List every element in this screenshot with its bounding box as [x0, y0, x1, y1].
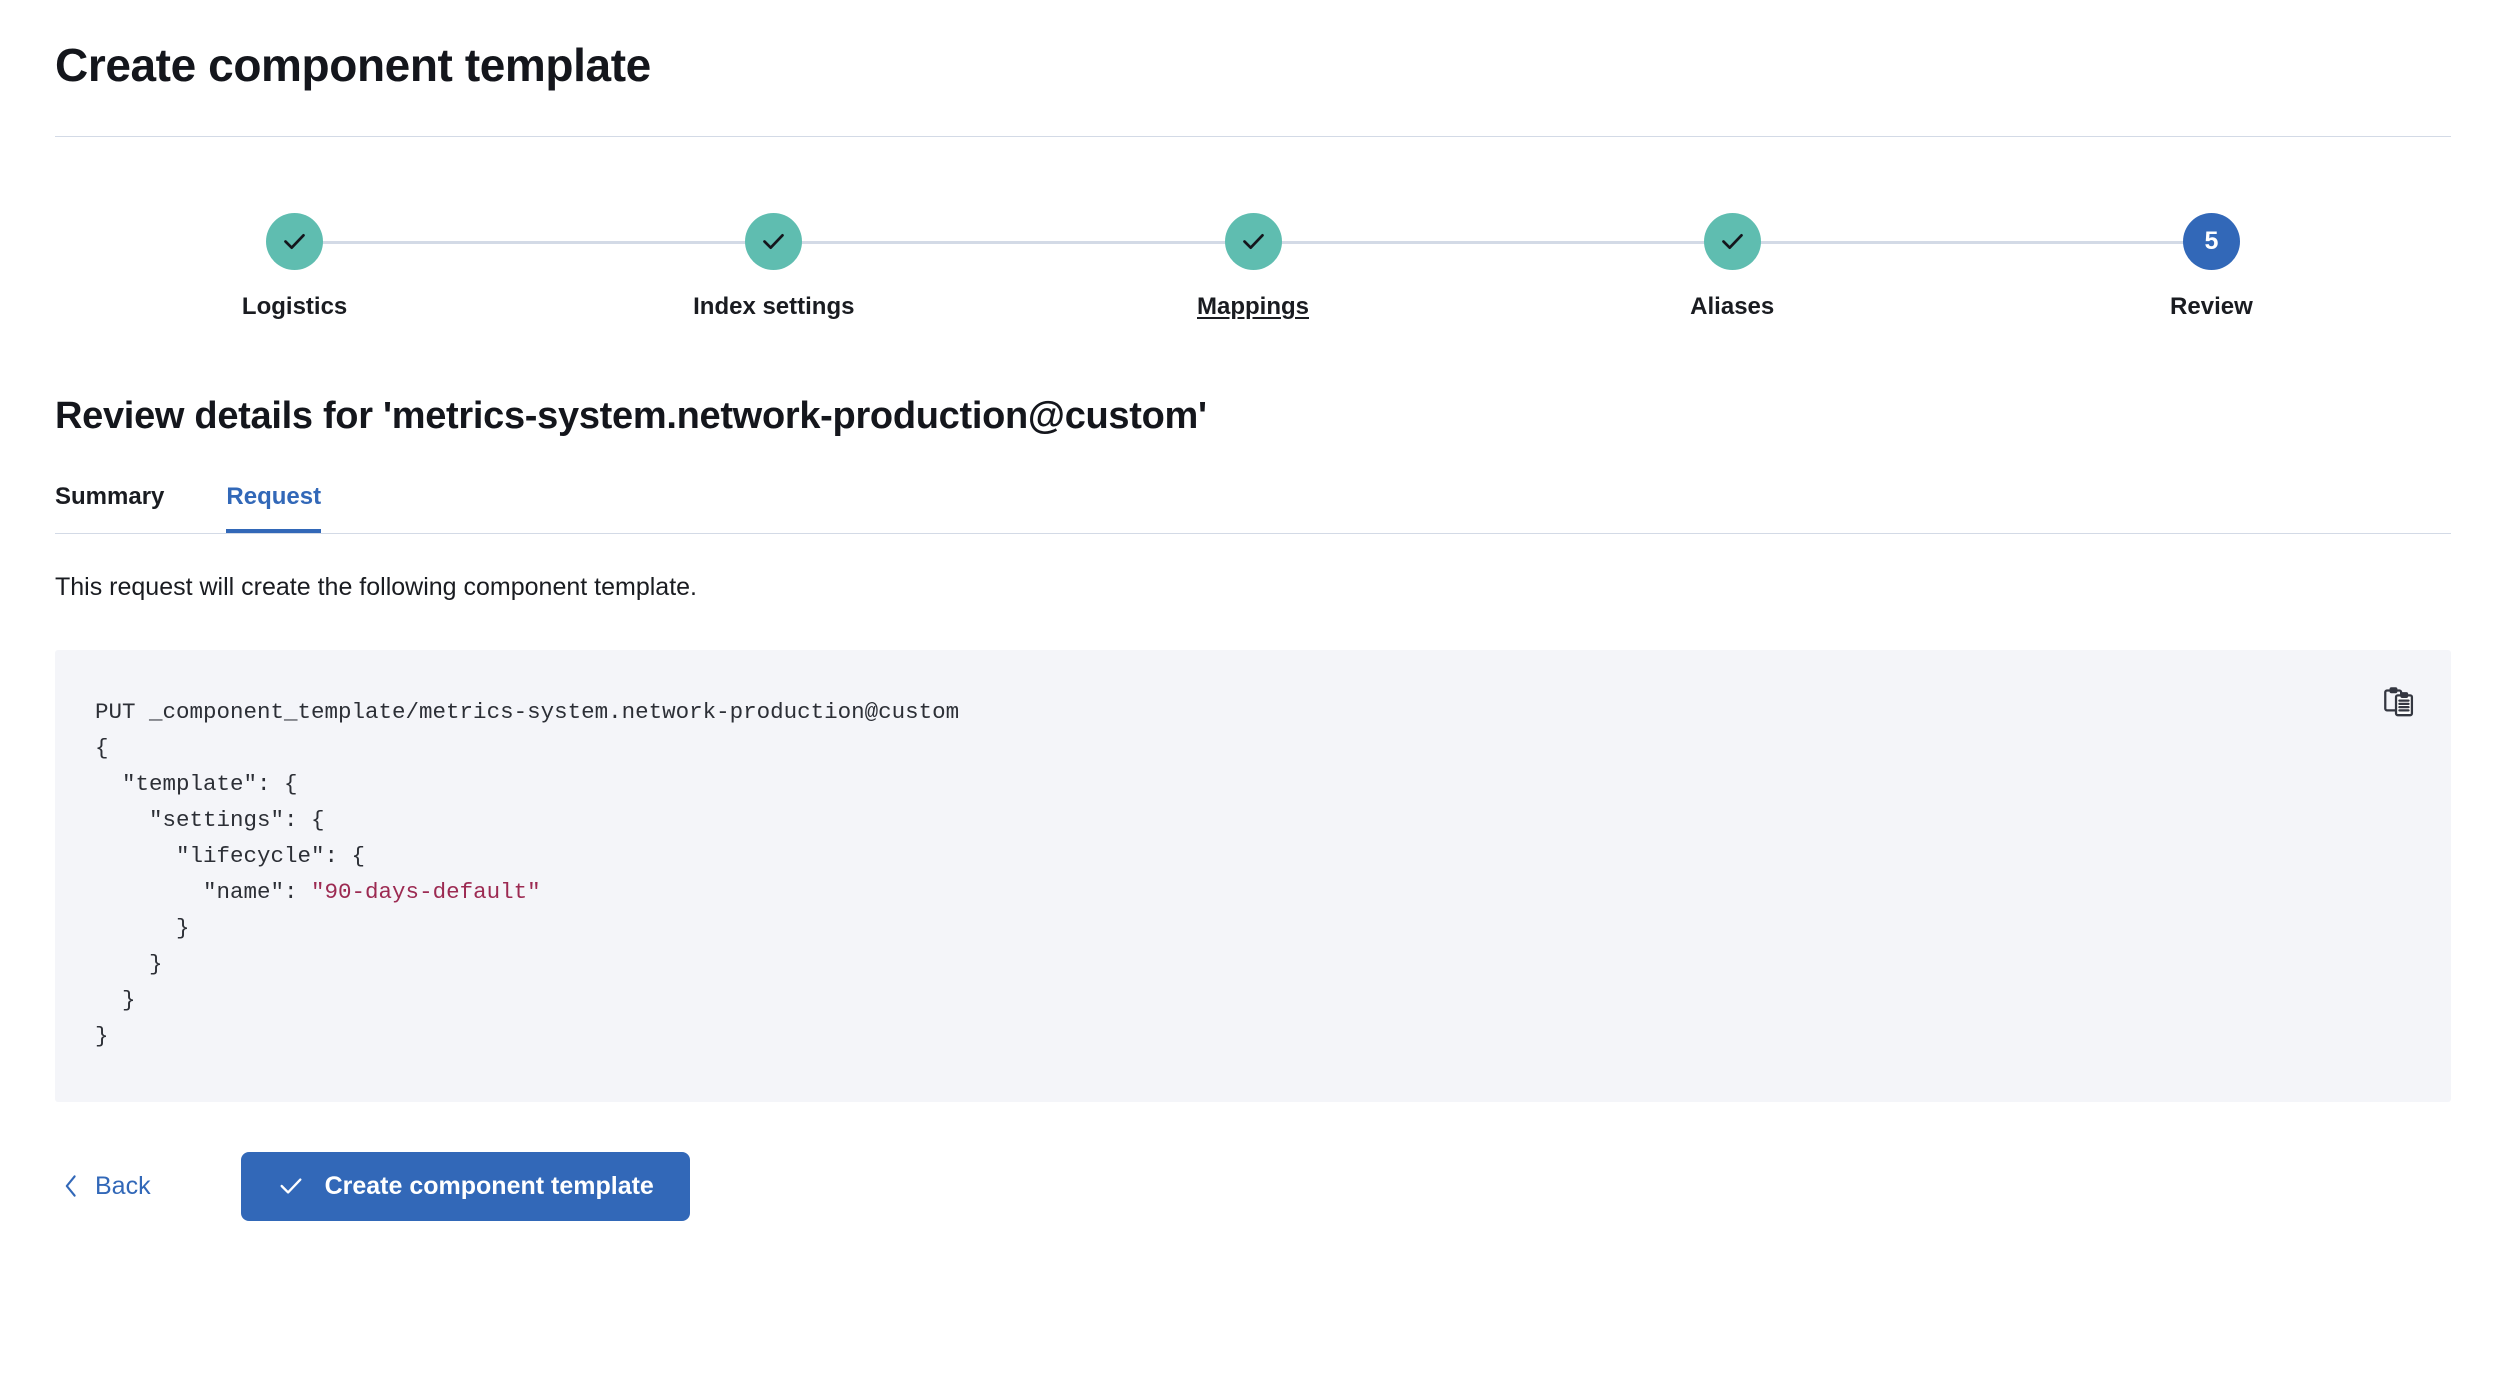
back-button[interactable]: Back	[55, 1162, 157, 1211]
check-icon	[763, 234, 785, 250]
stepper-label-logistics: Logistics	[241, 293, 348, 321]
stepper-step-aliases[interactable]: Aliases	[1493, 213, 1972, 321]
check-icon	[1721, 234, 1743, 250]
detail-tabs: Summary Request	[55, 483, 2451, 533]
stepper-step-review[interactable]: 5 Review	[1972, 213, 2451, 321]
step-circle-current[interactable]: 5	[2182, 213, 2240, 271]
check-icon	[280, 1178, 302, 1194]
copy-clipboard-icon	[2384, 686, 2414, 717]
page-title: Create component template	[55, 39, 651, 91]
stepper-label-review: Review	[2170, 293, 2253, 321]
step-circle-complete[interactable]	[266, 213, 324, 271]
stepper-label-aliases: Aliases	[1690, 293, 1775, 321]
code-line-7: }	[95, 986, 136, 1013]
back-button-label: Back	[95, 1171, 151, 1200]
step-circle-complete[interactable]	[1703, 213, 1761, 271]
code-line-8: }	[95, 1022, 109, 1049]
code-line-5: }	[95, 914, 190, 941]
code-line-1: "template": {	[95, 770, 298, 797]
wizard-stepper: Logistics Index settings Mappings Aliase…	[55, 213, 2451, 321]
tab-request[interactable]: Request	[226, 483, 321, 533]
step-circle-complete[interactable]	[745, 213, 803, 271]
copy-request-button[interactable]	[2379, 682, 2421, 724]
code-lifecycle-value: "90-days-default"	[311, 878, 541, 905]
code-line-3: "lifecycle": {	[95, 842, 366, 869]
stepper-step-index-settings[interactable]: Index settings	[534, 213, 1013, 321]
chevron-left-icon	[65, 1175, 76, 1197]
tabs-divider	[55, 532, 2451, 534]
tab-summary[interactable]: Summary	[55, 483, 164, 533]
stepper-label-mappings[interactable]: Mappings	[1197, 293, 1309, 321]
code-line-0: {	[95, 734, 109, 761]
stepper-label-index-settings: Index settings	[693, 293, 855, 321]
stepper-step-logistics[interactable]: Logistics	[55, 213, 534, 321]
request-description: This request will create the following c…	[55, 572, 697, 601]
header-divider	[55, 136, 2451, 138]
section-title: Review details for 'metrics-system.netwo…	[55, 395, 1207, 438]
code-line-2: "settings": {	[95, 806, 325, 833]
create-component-template-label: Create component template	[324, 1171, 654, 1200]
check-icon	[284, 234, 305, 250]
code-line-6: }	[95, 950, 163, 977]
stepper-step-mappings[interactable]: Mappings	[1013, 213, 1492, 321]
step-circle-complete[interactable]	[1224, 213, 1282, 271]
code-line-4: "name":	[95, 878, 312, 905]
create-component-template-button[interactable]: Create component template	[240, 1151, 690, 1221]
request-code-block: PUT _component_template/metrics-system.n…	[55, 649, 2451, 1102]
wizard-actions: Back Create component template	[55, 1151, 2451, 1221]
check-icon	[1242, 234, 1264, 250]
request-method-line: PUT _component_template/metrics-system.n…	[95, 698, 960, 725]
request-code: PUT _component_template/metrics-system.n…	[55, 694, 2451, 1054]
